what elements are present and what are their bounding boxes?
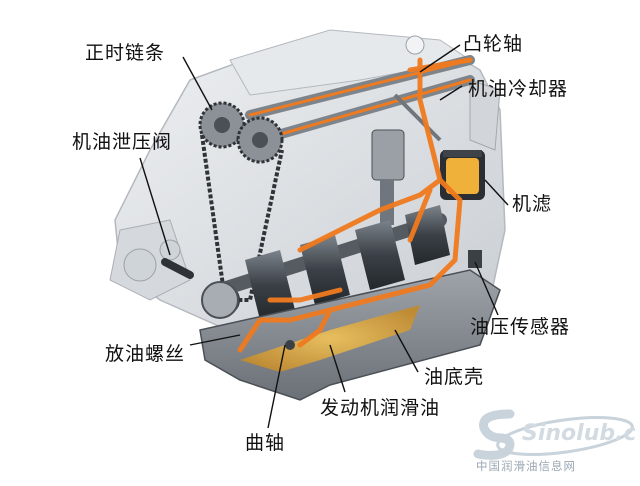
drain-plug-label: 放油螺丝 [105,343,186,365]
oil-filter [440,150,485,200]
oil-pressure-sensor-label: 油压传感器 [470,316,571,338]
camshaft-label: 凸轮轴 [463,33,524,55]
crankshaft-label: 曲轴 [245,432,286,454]
timing-chain-label: 正时链条 [85,42,166,64]
oil-filter-label: 机滤 [512,193,553,215]
camshaft-assembly [245,55,475,145]
sinolub-brand-text: Sinolub.com [522,421,635,446]
sinolub-logo: Sinolub.com [473,409,640,460]
piston-assembly [371,93,442,225]
oil-relief-valve [161,258,194,279]
oil-cooler-label: 机油冷却器 [468,78,569,100]
sinolub-watermark: Sinolub.com 中国润滑油信息网 [470,404,640,478]
oil-pan [199,269,501,401]
sinolub-caption: 中国润滑油信息网 [476,459,576,473]
leader-lines [139,44,509,429]
engine-oil-label: 发动机润滑油 [320,397,441,419]
timing-chain-assembly [198,101,284,315]
oil-pan-label: 油底壳 [424,366,485,388]
oil-flow-paths [237,57,473,353]
oil-pressure-sensor [468,250,482,268]
oil-relief-valve-label: 机油泄压阀 [72,131,173,153]
